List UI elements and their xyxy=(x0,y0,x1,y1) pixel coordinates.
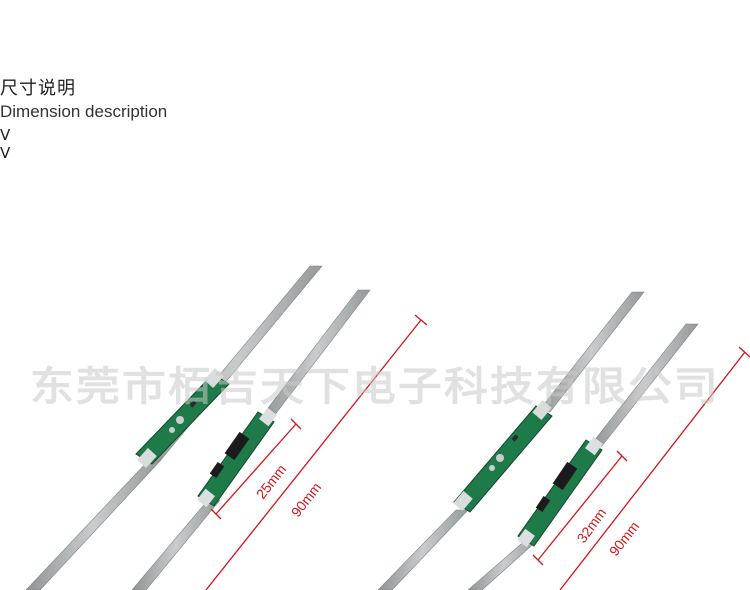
nickel-strip xyxy=(377,291,645,590)
title-english: Dimension description xyxy=(0,102,168,121)
right-product: 32mm 90mm xyxy=(377,291,750,590)
dimension-label-large: 90mm xyxy=(288,479,325,520)
pcb-board xyxy=(453,400,553,513)
chevron-down-icon: V xyxy=(0,144,11,162)
chevron-down-icon: V xyxy=(0,126,11,144)
title-chinese: 尺寸说明 xyxy=(0,78,76,99)
ic-chip xyxy=(224,431,250,461)
ic-chip xyxy=(552,461,578,491)
watermark-text: 东莞市栢吉天下电子科技有限公司 xyxy=(30,364,720,410)
pcb-board xyxy=(517,436,603,548)
pcb-board xyxy=(196,407,278,508)
dimension-label-small: 32mm xyxy=(573,505,609,546)
nickel-strip xyxy=(467,323,699,590)
left-product: 25mm 90mm xyxy=(25,265,428,590)
pcb-board xyxy=(135,368,230,468)
